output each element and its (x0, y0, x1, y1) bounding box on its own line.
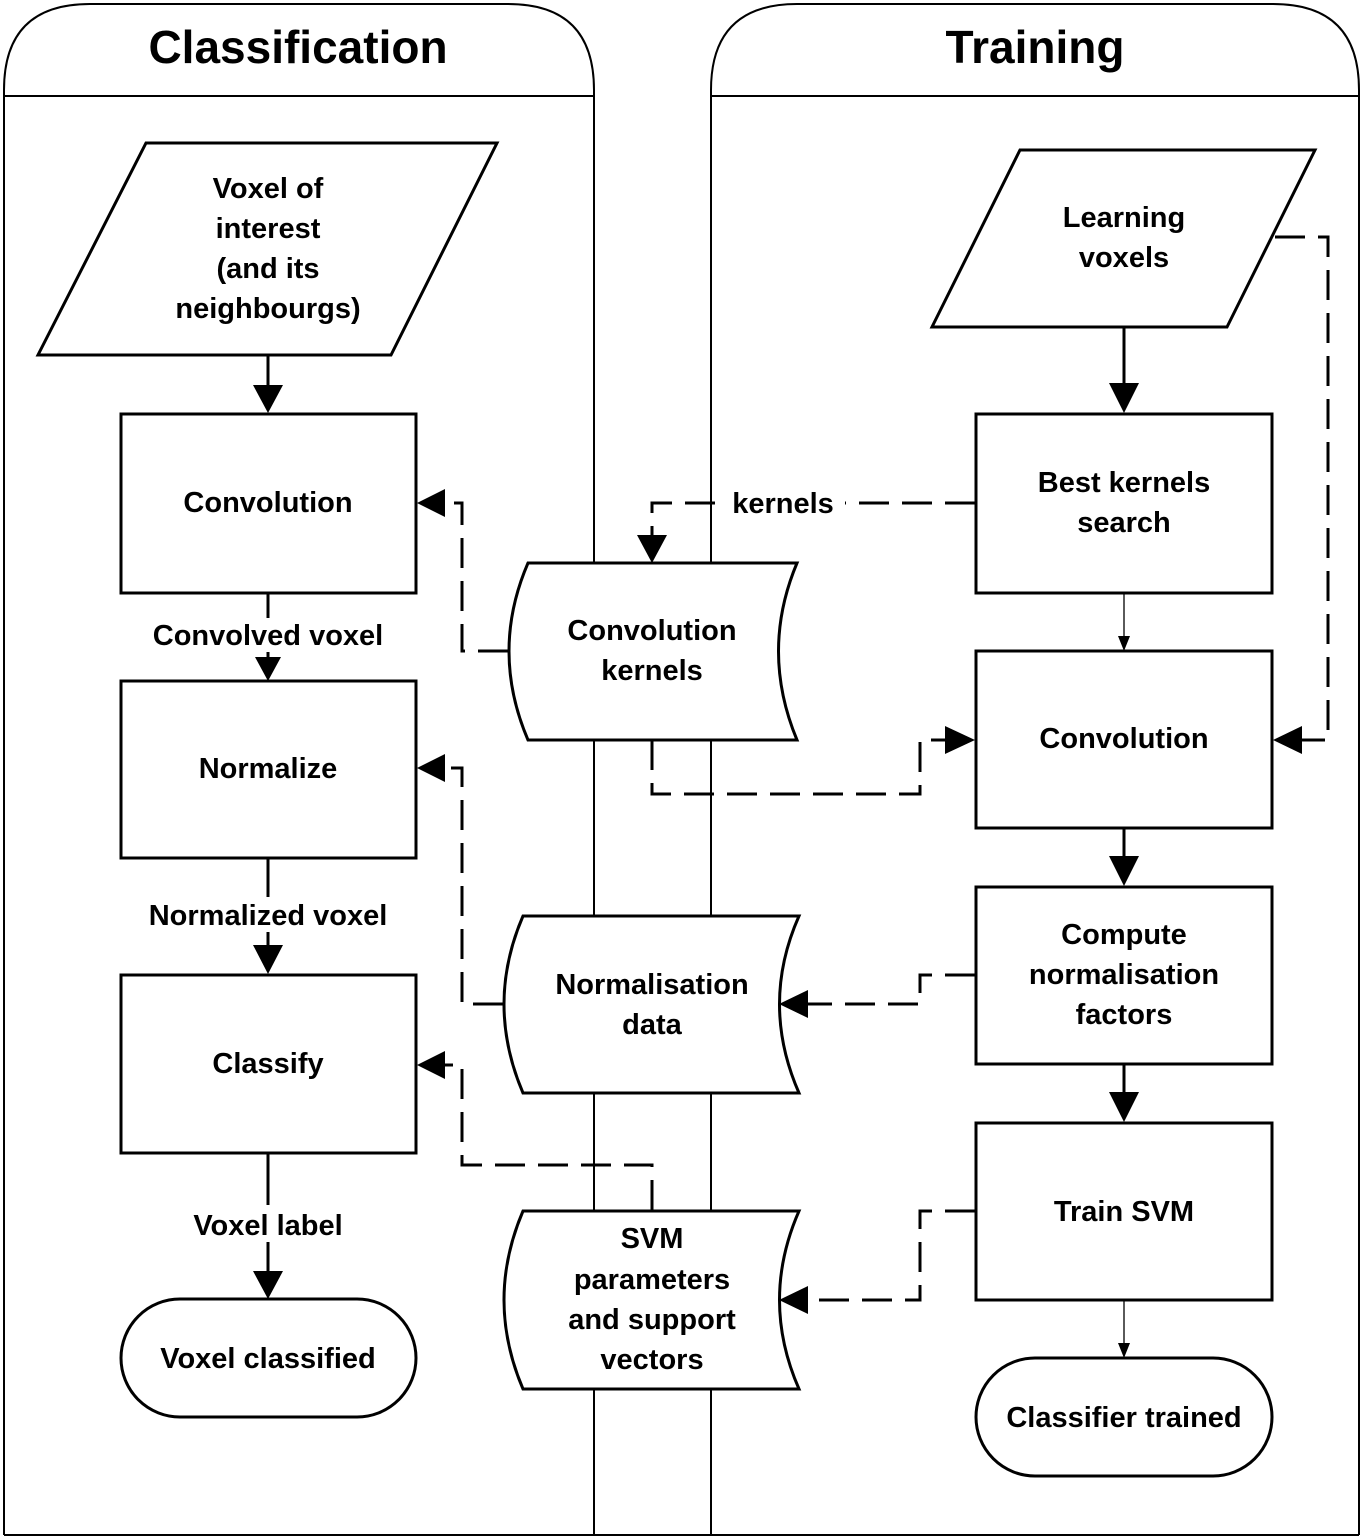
svg-text:neighbourgs): neighbourgs) (175, 293, 360, 325)
svg-text:Best kernels: Best kernels (1038, 467, 1211, 499)
arrowhead-svm-store (779, 1286, 808, 1314)
input-voxel-of-interest: Voxel of interest (and its neighbourgs) (35, 141, 500, 357)
process-classify: Classify (119, 973, 418, 1155)
terminal-classifier-trained: Classifier trained (974, 1356, 1274, 1478)
svg-text:(and its: (and its (216, 253, 319, 285)
svg-text:factors: factors (1076, 999, 1173, 1031)
svg-text:Voxel of: Voxel of (213, 173, 324, 205)
process-train-svm: Train SVM (974, 1121, 1274, 1302)
store-svm-parameters: SVM parameters and support vectors (502, 1209, 802, 1391)
svg-text:voxels: voxels (1079, 242, 1169, 274)
input-learning-voxels: Learning voxels (929, 148, 1318, 329)
classification-flow: Voxel of interest (and its neighbourgs) … (35, 141, 500, 1419)
process-best-kernels-search: Best kernels search (974, 412, 1274, 595)
svg-text:Normalisation: Normalisation (555, 969, 748, 1001)
process-convolution-classification: Convolution (119, 412, 418, 595)
svg-text:Classify: Classify (212, 1048, 323, 1080)
process-convolution-training: Convolution (974, 649, 1274, 830)
svg-text:kernels: kernels (601, 655, 703, 687)
arrowhead-normalize (417, 754, 445, 782)
svg-text:Convolution: Convolution (567, 615, 736, 647)
process-normalize: Normalize (119, 679, 418, 860)
arrowhead-classify (417, 1051, 445, 1079)
label-normalized-voxel: Normalized voxel (149, 900, 388, 932)
svg-text:SVM: SVM (621, 1223, 684, 1255)
svg-text:Convolution: Convolution (183, 487, 352, 519)
label-convolved-voxel: Convolved voxel (153, 620, 383, 652)
svg-text:Compute: Compute (1061, 919, 1187, 951)
svg-text:Voxel classified: Voxel classified (160, 1343, 375, 1375)
svg-text:search: search (1077, 507, 1171, 539)
svg-text:Learning: Learning (1063, 202, 1185, 234)
svg-text:Train SVM: Train SVM (1054, 1196, 1194, 1228)
data-flow-connectors: kernels (417, 235, 1330, 1314)
svg-text:Convolution: Convolution (1039, 723, 1208, 755)
kernels-edge-label: kernels (732, 488, 834, 520)
training-flow: Learning voxels Best kernels search Conv… (929, 148, 1318, 1478)
classification-lane-title: Classification (148, 21, 447, 73)
arrowhead-normalisation-store (779, 990, 808, 1018)
svg-text:parameters: parameters (574, 1264, 730, 1296)
arrowhead-training-convolution-left (945, 726, 975, 754)
training-lane: Training (710, 3, 1360, 1535)
arrowhead-kernels-store (637, 535, 667, 563)
svg-text:interest: interest (216, 213, 321, 245)
terminal-voxel-classified: Voxel classified (119, 1297, 418, 1419)
label-voxel-label: Voxel label (193, 1210, 342, 1242)
svg-text:Normalize: Normalize (199, 753, 338, 785)
store-convolution-kernels: Convolution kernels (507, 561, 800, 742)
arrowhead-classify-convolution (417, 489, 445, 517)
arrowhead-training-convolution-right (1273, 726, 1302, 754)
svg-text:Classifier trained: Classifier trained (1006, 1402, 1241, 1434)
training-lane-title: Training (946, 21, 1125, 73)
svg-text:vectors: vectors (600, 1344, 703, 1376)
svg-text:data: data (622, 1009, 683, 1041)
svg-text:and support: and support (568, 1304, 736, 1336)
classification-lane: Classification (3, 3, 595, 1535)
store-normalisation-data: Normalisation data (502, 914, 802, 1095)
process-compute-normalisation-factors: Compute normalisation factors (974, 885, 1274, 1066)
svg-text:normalisation: normalisation (1029, 959, 1219, 991)
